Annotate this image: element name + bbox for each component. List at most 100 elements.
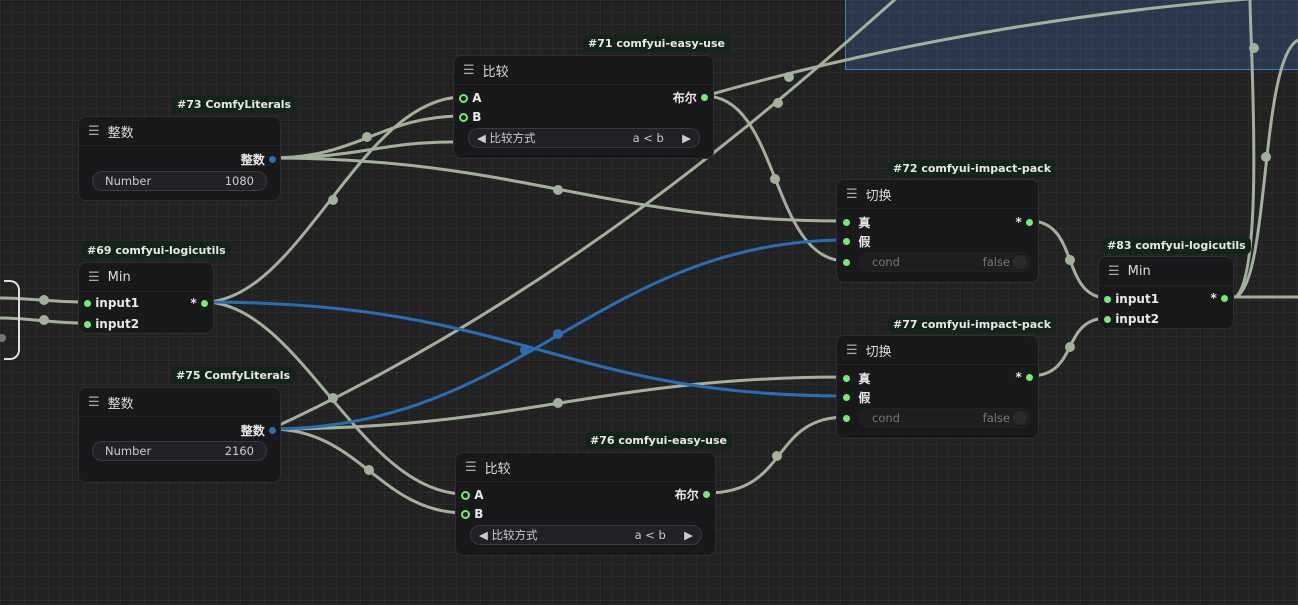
reroute-dots: [39, 43, 1271, 475]
output-slot[interactable]: [701, 93, 708, 101]
node-badge: #75 ComfyLiterals: [171, 367, 296, 384]
widget-label: Number: [105, 444, 152, 458]
arrow-right-icon[interactable]: ▶: [684, 528, 693, 542]
node-title: 整数: [107, 396, 134, 412]
output-label: *: [1015, 215, 1022, 229]
output-label: 布尔: [674, 487, 699, 502]
input-label: 真: [858, 215, 871, 230]
arrow-left-icon[interactable]: ◀: [479, 528, 488, 542]
toggle-knob[interactable]: [1013, 255, 1027, 269]
combo-widget[interactable]: ◀ 比较方式 a < b ▶: [468, 128, 700, 148]
link: [1234, 0, 1256, 299]
node-badge: #72 comfyui-impact-pack: [888, 160, 1057, 177]
node-switch-72[interactable]: ☰ 切换 真 假 * cond false: [836, 179, 1039, 283]
node-compare-76[interactable]: ☰ 比较 A B 布尔 ◀ 比较方式 a < b ▶: [455, 452, 716, 556]
widget-label: cond: [872, 255, 900, 269]
output-slot[interactable]: [269, 155, 276, 163]
node-title: Min: [1127, 263, 1151, 279]
node-title: 比较: [484, 461, 511, 477]
node-title: 比较: [482, 64, 509, 80]
number-widget[interactable]: Number 2160: [92, 441, 267, 461]
output-label: 整数: [240, 423, 265, 438]
hamburger-icon[interactable]: ☰: [463, 62, 475, 78]
node-title: 切换: [865, 344, 892, 360]
input-label: B: [474, 507, 484, 521]
output-slot[interactable]: [1221, 294, 1228, 302]
input-label: input2: [95, 317, 140, 331]
input-slot[interactable]: [84, 320, 91, 328]
toggle-knob[interactable]: [1013, 411, 1027, 425]
input-slot[interactable]: [843, 393, 850, 401]
input-slot[interactable]: [843, 258, 850, 266]
hamburger-icon[interactable]: ☰: [846, 186, 858, 202]
node-badge: #69 comfyui-logicutils: [82, 242, 231, 259]
input-slot[interactable]: [1104, 315, 1111, 323]
selection-rectangle: [845, 0, 1298, 70]
hamburger-icon[interactable]: ☰: [88, 394, 100, 410]
input-slot[interactable]: [461, 490, 470, 500]
input-label: 真: [858, 371, 871, 386]
node-badge: #71 comfyui-easy-use: [583, 35, 731, 52]
widget-value: false: [982, 255, 1010, 269]
output-label: 整数: [240, 152, 265, 167]
output-label: *: [1210, 291, 1217, 305]
node-title: 切换: [865, 188, 892, 204]
cond-toggle[interactable]: cond false: [859, 252, 1031, 272]
widget-label: 比较方式: [491, 528, 538, 542]
output-slot[interactable]: [269, 426, 276, 434]
output-slot[interactable]: [1026, 373, 1033, 381]
cond-toggle[interactable]: cond false: [859, 408, 1031, 428]
arrow-right-icon[interactable]: ▶: [682, 131, 691, 145]
node-badge: #77 comfyui-impact-pack: [888, 316, 1057, 333]
input-label: input1: [1115, 292, 1160, 306]
input-slot[interactable]: [843, 237, 850, 245]
node-title: Min: [107, 269, 131, 285]
output-slot[interactable]: [1026, 218, 1033, 226]
hamburger-icon[interactable]: ☰: [88, 123, 100, 139]
node-min-69[interactable]: ☰ Min input1 input2 *: [78, 262, 214, 334]
input-slot[interactable]: [461, 509, 470, 519]
output-slot[interactable]: [703, 490, 710, 498]
combo-widget[interactable]: ◀ 比较方式 a < b ▶: [470, 525, 702, 545]
input-label: A: [472, 91, 482, 105]
hamburger-icon[interactable]: ☰: [1108, 263, 1120, 279]
widget-label: cond: [872, 411, 900, 425]
input-slot[interactable]: [843, 218, 850, 226]
group-bracket: [4, 280, 20, 360]
widget-value: a < b: [632, 131, 664, 145]
input-label: input2: [1115, 312, 1160, 326]
node-min-83[interactable]: ☰ Min input1 input2 *: [1098, 256, 1234, 329]
input-label: 假: [858, 234, 871, 249]
input-label: 假: [858, 390, 871, 405]
widget-label: 比较方式: [489, 131, 536, 145]
input-slot[interactable]: [84, 299, 91, 307]
hamburger-icon[interactable]: ☰: [846, 342, 858, 358]
node-title: 整数: [107, 125, 134, 141]
input-slot[interactable]: [459, 112, 468, 122]
widget-value: false: [982, 411, 1010, 425]
input-label: B: [472, 110, 482, 124]
input-slot[interactable]: [843, 414, 850, 422]
input-label: input1: [95, 296, 140, 310]
hamburger-icon[interactable]: ☰: [88, 269, 100, 285]
arrow-left-icon[interactable]: ◀: [477, 131, 486, 145]
widget-label: Number: [105, 174, 152, 188]
node-integer-75[interactable]: ☰ 整数 整数 Number 2160: [78, 387, 281, 483]
input-slot[interactable]: [459, 93, 468, 103]
hamburger-icon[interactable]: ☰: [465, 459, 477, 475]
widget-value: 2160: [224, 444, 254, 458]
input-slot[interactable]: [843, 374, 850, 382]
input-slot[interactable]: [1104, 295, 1111, 303]
link: [1235, 38, 1298, 299]
widget-value: a < b: [634, 528, 666, 542]
output-label: *: [1015, 370, 1022, 384]
output-label: *: [190, 296, 197, 310]
node-badge: #73 ComfyLiterals: [172, 96, 297, 113]
output-slot[interactable]: [201, 299, 208, 307]
node-switch-77[interactable]: ☰ 切换 真 假 * cond false: [836, 335, 1039, 439]
input-label: A: [474, 488, 484, 502]
